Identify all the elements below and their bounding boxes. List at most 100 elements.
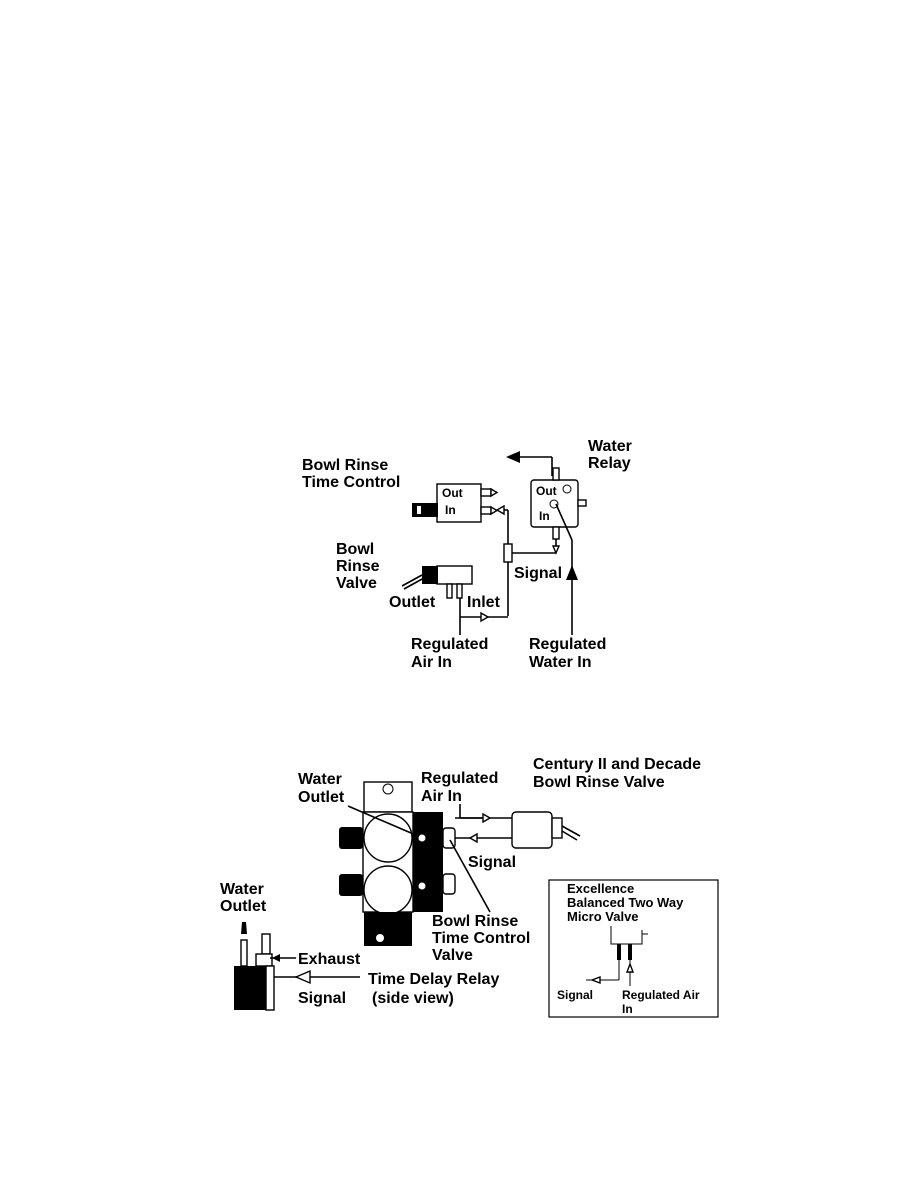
century-valve-body xyxy=(511,811,553,849)
label-time-delay-relay-1: Time Delay Relay xyxy=(368,971,499,988)
signal-arrow-a xyxy=(495,504,505,516)
relay-port-out xyxy=(562,484,572,494)
micro-valve-outline xyxy=(610,926,648,945)
water-in-arrow xyxy=(566,565,578,580)
inset-title-2: Balanced Two Way xyxy=(567,895,684,910)
relay-port-in xyxy=(549,499,559,509)
bowl-rinse-valve-lever xyxy=(401,574,423,587)
water-outlet-port xyxy=(417,833,427,843)
inset-label-regulated-air-1: Regulated Air xyxy=(622,988,700,1002)
lower-port xyxy=(417,881,427,891)
left-nut-top xyxy=(339,827,363,849)
label-bowl-rinse-time-control-2: Time Control xyxy=(302,474,400,491)
label-regulated-water-in-2: Water In xyxy=(529,654,592,671)
relay-top-fitting xyxy=(552,467,560,481)
valve-inlet-fitting xyxy=(456,583,463,599)
label-exhaust: Exhaust xyxy=(298,951,361,968)
label-signal-left: Signal xyxy=(298,990,346,1007)
time-control-fitting-in-tip xyxy=(490,505,499,516)
micro-valve-fitting-b xyxy=(628,944,632,960)
block-top-screw xyxy=(382,783,394,795)
century-valve-lever xyxy=(561,825,581,837)
inset-label-regulated-air-2: In xyxy=(622,1002,633,1016)
inset-title-3: Micro Valve xyxy=(567,909,639,924)
label-time-control-valve-1: Bowl Rinse xyxy=(432,913,518,930)
water-outlet-nozzle xyxy=(241,922,247,934)
time-control-in-label: In xyxy=(445,503,456,517)
label-time-control-valve-3: Valve xyxy=(432,947,473,964)
inset-box xyxy=(548,879,719,1018)
main-block-circle-top xyxy=(363,813,413,863)
signal-arrow-bottom xyxy=(468,832,478,844)
label-bowl-rinse-valve-2: Rinse xyxy=(336,558,380,575)
bowl-rinse-valve-body xyxy=(436,565,473,585)
label-water-outlet-left-2: Outlet xyxy=(220,898,267,915)
label-signal-bottom-right: Signal xyxy=(468,854,516,871)
bowl-rinse-valve-nut xyxy=(422,566,438,584)
time-delay-relay-side xyxy=(265,965,275,1011)
micro-valve-fitting-a xyxy=(617,944,621,960)
time-control-knob-detail xyxy=(417,506,421,514)
relay-out-label: Out xyxy=(536,484,557,498)
block-bottom-tab xyxy=(364,912,412,946)
pointer-time-control-valve xyxy=(449,839,491,913)
label-signal-top: Signal xyxy=(514,565,562,582)
relay-in-label: In xyxy=(539,509,550,523)
label-bottom-regulated-air-2: Air In xyxy=(421,788,462,805)
label-time-delay-relay-2: (side view) xyxy=(372,990,454,1007)
micro-valve-signal-arrow xyxy=(590,975,601,985)
exhaust-body xyxy=(255,953,273,967)
label-regulated-air-in-1: Regulated xyxy=(411,636,488,653)
label-water-outlet-top-1: Water xyxy=(298,771,342,788)
label-bottom-regulated-air-1: Regulated xyxy=(421,770,498,787)
label-water-relay-2: Relay xyxy=(588,455,631,472)
label-bowl-rinse-valve-3: Valve xyxy=(336,575,377,592)
time-control-fitting-out xyxy=(480,488,492,497)
bottom-diagram: Century II and Decade Bowl Rinse Valve W… xyxy=(220,756,719,1018)
signal-fitting-bottom xyxy=(442,873,456,895)
valve-outlet-fitting xyxy=(446,583,453,599)
bowl-rinse-valve-lever-b xyxy=(403,577,425,590)
exhaust-arrow xyxy=(272,954,280,962)
exhaust-stem xyxy=(261,933,271,955)
time-control-fitting-out-tip xyxy=(490,487,499,498)
century-valve-lever-b xyxy=(561,830,578,841)
block-bottom-screw xyxy=(376,934,384,942)
pointer-water-outlet xyxy=(347,805,419,837)
left-nut-bottom xyxy=(339,874,363,896)
block-top-tab xyxy=(363,781,413,813)
air-in-arrow-bottom xyxy=(482,812,492,824)
label-bowl-rinse-valve-1: Bowl xyxy=(336,541,374,558)
time-control-out-label: Out xyxy=(442,486,463,500)
label-water-relay-1: Water xyxy=(588,438,632,455)
time-delay-signal-arrow xyxy=(294,969,311,985)
inset-title-1: Excellence xyxy=(567,881,634,896)
label-water-outlet-top-2: Outlet xyxy=(298,789,345,806)
time-delay-relay-body xyxy=(234,966,266,1010)
relay-side-fitting xyxy=(577,499,587,507)
label-regulated-air-in-2: Air In xyxy=(411,654,452,671)
water-outlet-stem xyxy=(240,939,248,967)
relay-internal-line xyxy=(555,503,573,541)
relay-bottom-fitting xyxy=(552,526,560,540)
label-inlet: Inlet xyxy=(467,594,501,611)
label-regulated-water-in-1: Regulated xyxy=(529,636,606,653)
air-in-arrow xyxy=(480,611,490,623)
relay-out-arrow xyxy=(506,451,520,463)
signal-tee xyxy=(503,543,513,563)
label-century-2: Bowl Rinse Valve xyxy=(533,774,665,791)
time-control-fitting-in xyxy=(480,506,492,515)
label-outlet: Outlet xyxy=(389,594,436,611)
label-water-outlet-left-1: Water xyxy=(220,881,264,898)
main-block-dark-section xyxy=(413,812,443,912)
century-valve-neck xyxy=(551,817,563,839)
time-control-knob xyxy=(412,503,438,517)
main-block-circle-bottom xyxy=(363,865,413,915)
label-bowl-rinse-time-control-1: Bowl Rinse xyxy=(302,457,388,474)
label-century-1: Century II and Decade xyxy=(533,756,701,773)
label-time-control-valve-2: Time Control xyxy=(432,930,530,947)
inset-label-signal: Signal xyxy=(557,988,593,1002)
top-diagram: Bowl Rinse Time Control Water Relay Out … xyxy=(302,438,632,671)
